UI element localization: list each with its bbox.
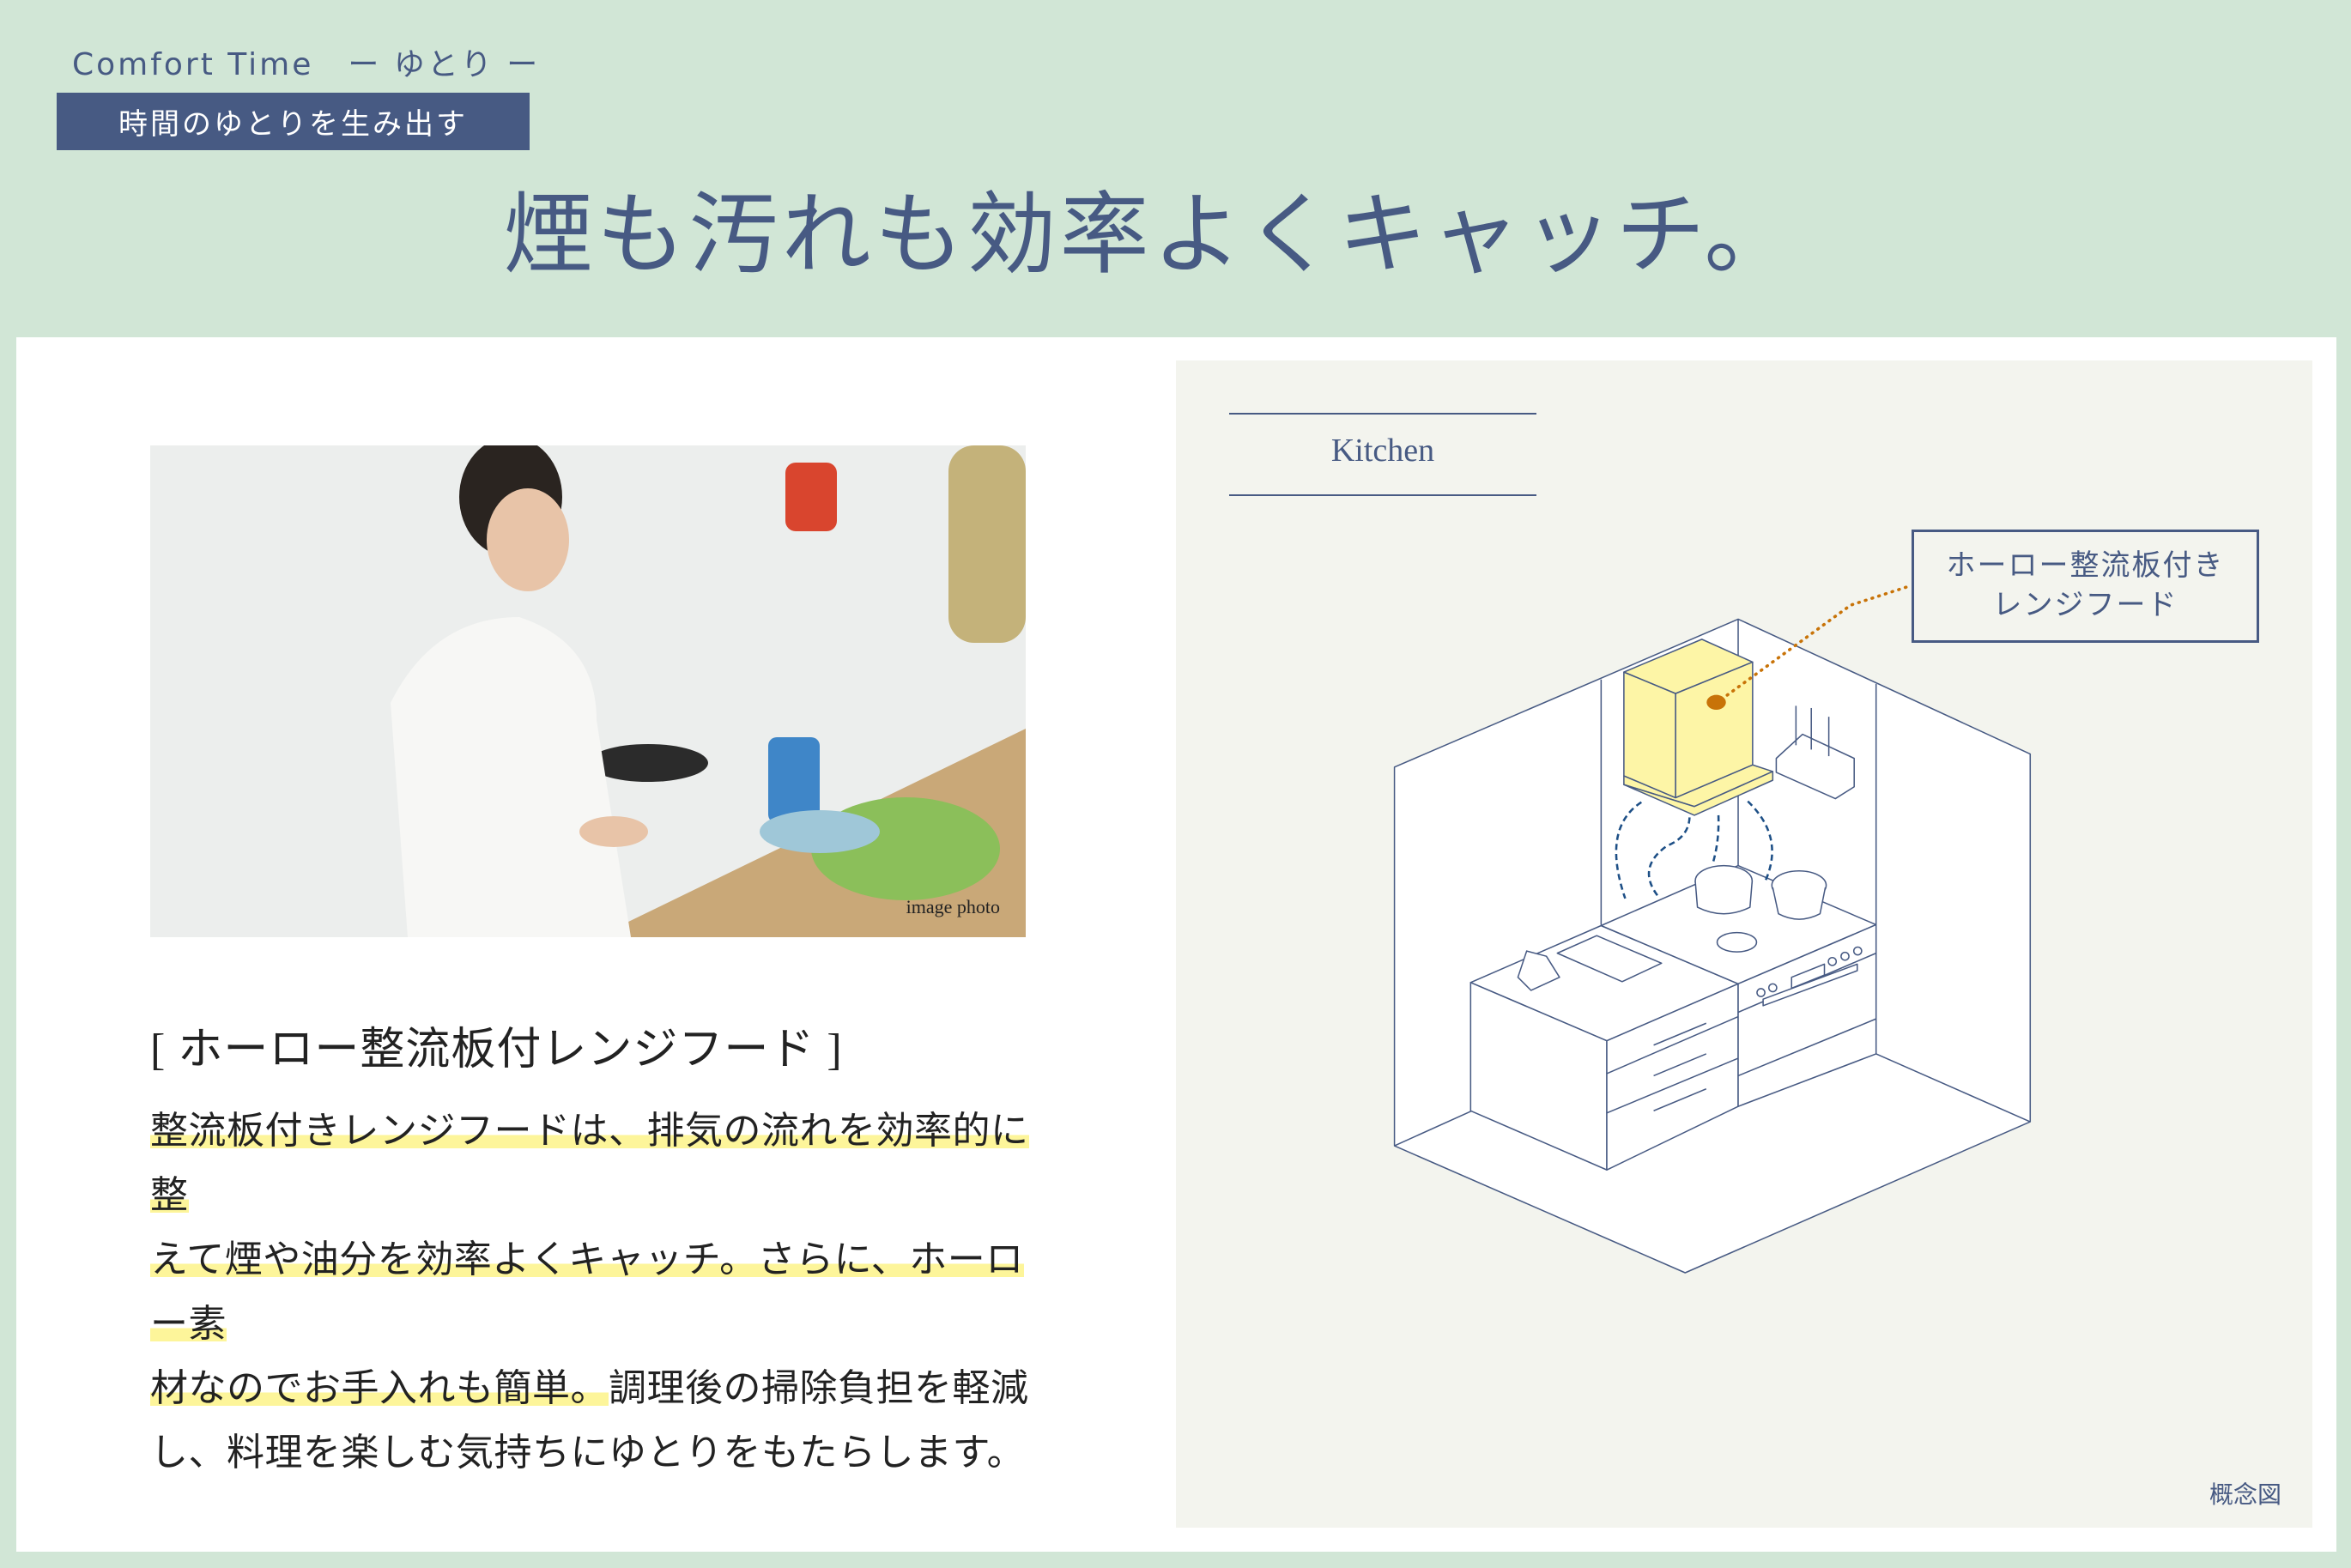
callout-line-2: レンジフード (1992, 590, 2178, 621)
callout-line-1: ホーロー整流板付き (1946, 550, 2225, 582)
label-rule-top (1229, 413, 1536, 415)
kitchen-counter (1469, 705, 1877, 1171)
section-eyebrow: Comfort Time ー ゆとり ー (72, 39, 540, 84)
tagline-badge: 時間のゆとりを生み出す (57, 93, 530, 150)
eyebrow-subtext: ー ゆとり ー (348, 47, 541, 82)
highlighted-text: 材なのでお手入れも簡単。 (150, 1367, 609, 1409)
smoke-flow-lines (1615, 800, 1773, 899)
feature-heading: [ ホーロー整流板付レンジフード ] (150, 1026, 843, 1075)
eyebrow-text: Comfort Time (72, 47, 314, 82)
range-hood-callout: ホーロー整流板付き レンジフード (1912, 530, 2259, 643)
callout-pointer (1706, 584, 1913, 711)
range-hood (1623, 639, 1774, 816)
room-label: Kitchen (1330, 433, 1435, 469)
highlighted-text: えて煙や油分を効率よくキャッチ。さらに、ホーロー素 (150, 1238, 1024, 1345)
tagline-text: 時間のゆとりを生み出す (118, 107, 468, 142)
highlighted-text: 整流板付きレンジフードは、排気の流れを効率的に整 (150, 1110, 1029, 1216)
concept-diagram-note: 概念図 (2209, 1482, 2282, 1509)
label-rule-bottom (1229, 494, 1536, 496)
description-text: し、料理を楽しむ気持ちにゆとりをもたらします。 (150, 1432, 1026, 1474)
description-text: 調理後の掃除負担を軽減 (609, 1367, 1029, 1409)
kitchen-diagram (1393, 584, 2032, 1274)
pointer-dot (1706, 694, 1726, 711)
page-title: 煙も汚れも効率よくキャッチ。 (503, 186, 1797, 285)
feature-description: 整流板付きレンジフードは、排気の流れを効率的に整 えて煙や油分を効率よくキャッチ… (150, 1099, 1034, 1485)
kitchen-photo: image photo (150, 445, 1026, 937)
photo-illustration (150, 445, 1026, 937)
photo-caption: image photo (906, 896, 1000, 917)
